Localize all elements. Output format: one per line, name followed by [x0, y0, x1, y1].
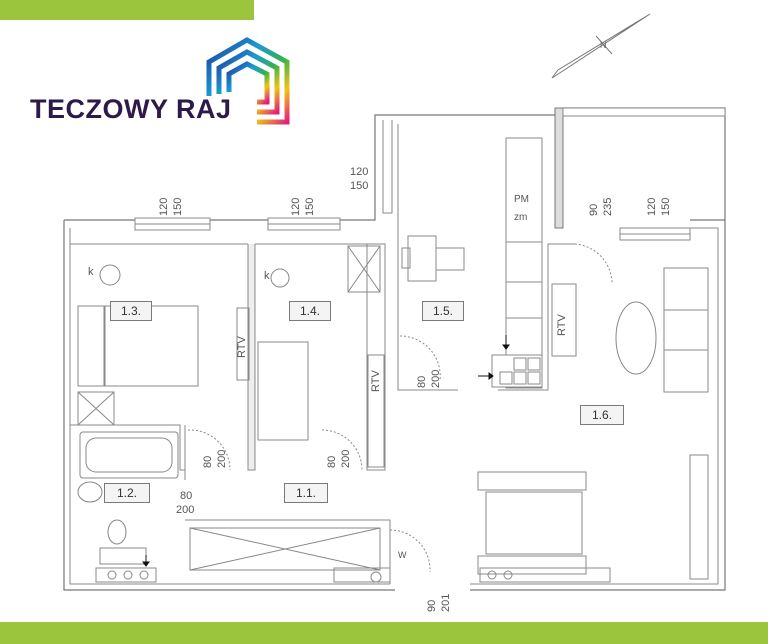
room-label-1-2: 1.2.: [104, 483, 150, 503]
w-marker: W: [398, 550, 407, 560]
closet-marker: k: [88, 266, 94, 278]
window-height: 150: [172, 197, 184, 216]
rtv-marker: RTV: [370, 370, 382, 392]
dining-table-small: [407, 235, 437, 282]
north-arrow-icon: N: [551, 13, 651, 79]
window-height: 235: [602, 197, 614, 216]
sofa: [663, 267, 709, 393]
house-logo-icon: [206, 37, 290, 125]
door-height: 200: [430, 369, 442, 388]
brand-name: TECZOWY RAJ: [30, 94, 232, 124]
door-width: 80: [416, 375, 428, 388]
closet-marker: k: [264, 270, 270, 282]
window-width: 120: [646, 197, 658, 216]
desk: [257, 341, 309, 441]
door-width: 90: [426, 599, 438, 612]
room-label-1-3: 1.3.: [110, 301, 152, 321]
window-width: 120: [350, 166, 369, 178]
window-height: 150: [350, 180, 369, 192]
door-height: 200: [216, 449, 228, 468]
door-height: 201: [440, 593, 452, 612]
door-width: 80: [326, 455, 338, 468]
door-width: 80: [202, 455, 214, 468]
door-height: 200: [176, 504, 195, 516]
window-width: 90: [588, 203, 600, 216]
window-height: 150: [660, 197, 672, 216]
dishwasher-marker: PM: [514, 194, 529, 205]
door-height: 200: [340, 449, 352, 468]
room-label-1-6: 1.6.: [580, 405, 624, 425]
window: [562, 107, 726, 117]
bottom-accent-bar: [0, 622, 768, 644]
kitchen-counter: [505, 137, 543, 389]
coffee-table: [615, 301, 657, 375]
door-width: 80: [180, 490, 193, 502]
dining-table: [485, 491, 583, 555]
room-label-1-5: 1.5.: [422, 301, 464, 321]
sink-marker: zm: [514, 212, 528, 223]
rtv-marker: RTV: [236, 336, 248, 358]
window-width: 120: [290, 197, 302, 216]
room-label-1-4: 1.4.: [289, 301, 331, 321]
bathtub: [79, 431, 179, 479]
rtv-marker: RTV: [556, 314, 568, 336]
room-label-1-1: 1.1.: [284, 483, 328, 503]
svg-text:N: N: [600, 40, 607, 50]
window-width: 120: [158, 197, 170, 216]
window-height: 150: [304, 197, 316, 216]
top-accent-bar: [0, 0, 254, 20]
